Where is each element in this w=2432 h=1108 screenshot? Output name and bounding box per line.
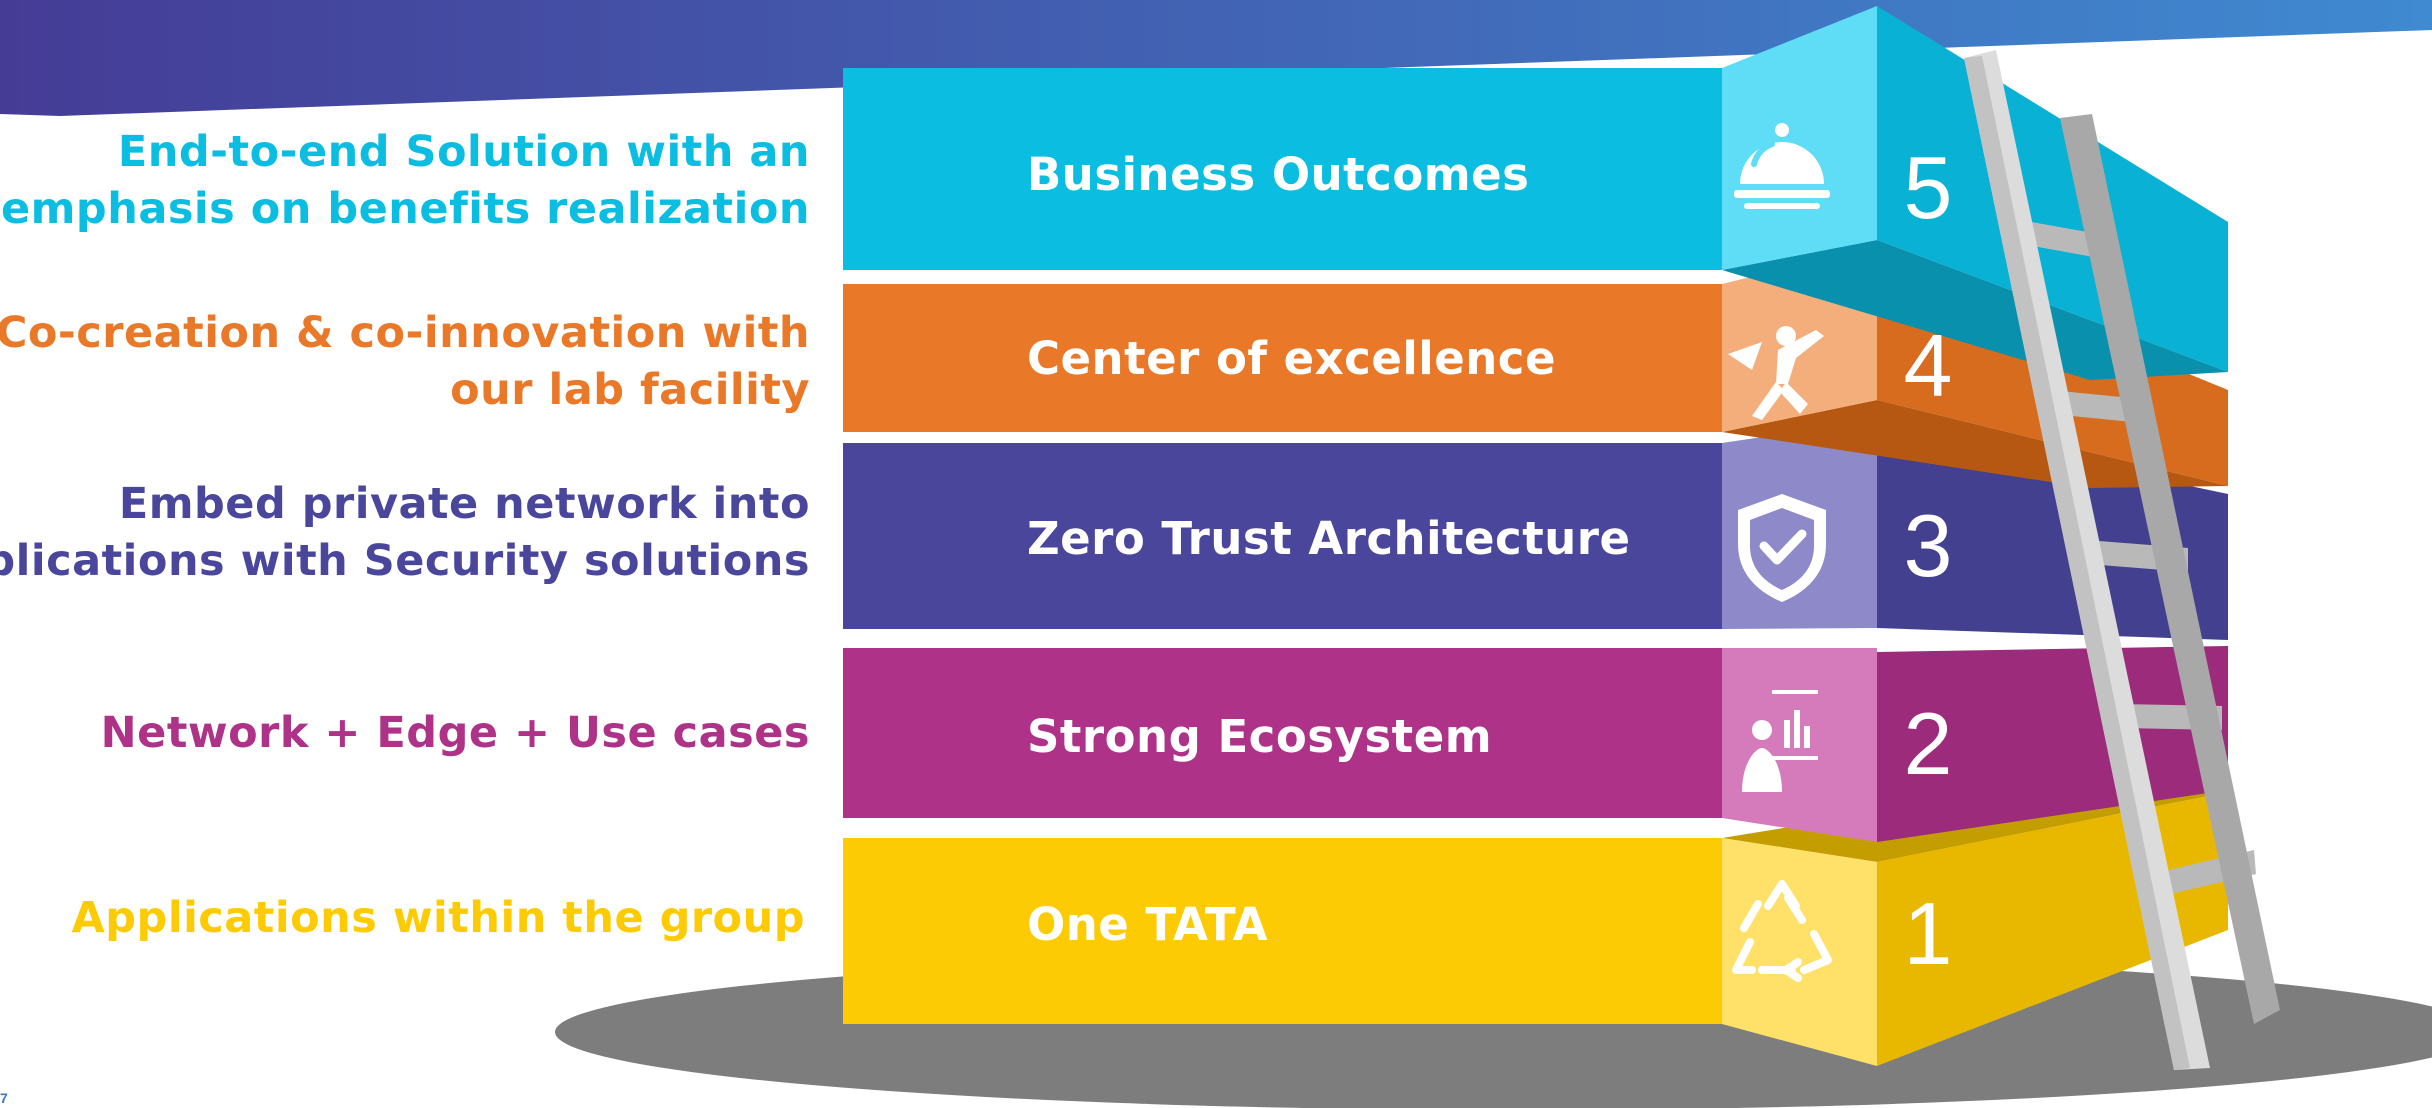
- level-1-description: Applications within the group: [71, 890, 805, 947]
- level-number-4: 4: [1903, 316, 1953, 415]
- cloche-icon: [1722, 108, 1842, 228]
- level-number-5: 5: [1903, 138, 1953, 237]
- presenter-chart-icon: [1722, 682, 1842, 802]
- ladder-graphic: [1964, 50, 2280, 1070]
- level-label-4: Center of excellence: [1027, 332, 1556, 385]
- description-line: End-to-end Solution with an: [117, 127, 810, 177]
- page-number: 7: [0, 1090, 8, 1106]
- description-line: emphasis on benefits realization: [0, 184, 810, 234]
- level-label-3: Zero Trust Architecture: [1027, 512, 1631, 565]
- superhero-icon: [1722, 308, 1842, 428]
- description-line: our lab facility: [450, 365, 810, 415]
- description-line: Network + Edge + Use cases: [100, 708, 810, 758]
- description-line: Embed private network into: [118, 479, 810, 529]
- level-2-block: [843, 646, 2228, 842]
- level-3-description: Embed private network into applications …: [0, 476, 810, 590]
- level-4-description: Co-creation & co-innovation with our lab…: [0, 305, 810, 419]
- level-number-1: 1: [1903, 884, 1953, 983]
- level-number-2: 2: [1903, 694, 1953, 793]
- level-5-block: [843, 6, 2228, 380]
- level-label-5: Business Outcomes: [1027, 148, 1530, 201]
- level-label-2: Strong Ecosystem: [1027, 710, 1493, 763]
- shield-check-icon: [1722, 488, 1842, 608]
- level-label-1: One TATA: [1027, 898, 1269, 951]
- recycle-icon: [1722, 872, 1842, 992]
- description-line: applications with Security solutions: [0, 536, 810, 586]
- description-line: Co-creation & co-innovation with: [0, 308, 810, 358]
- level-2-description: Network + Edge + Use cases: [101, 705, 810, 762]
- level-number-3: 3: [1903, 496, 1953, 595]
- description-line: Applications within the group: [71, 893, 805, 943]
- level-5-description: End-to-end Solution with an emphasis on …: [1, 124, 810, 238]
